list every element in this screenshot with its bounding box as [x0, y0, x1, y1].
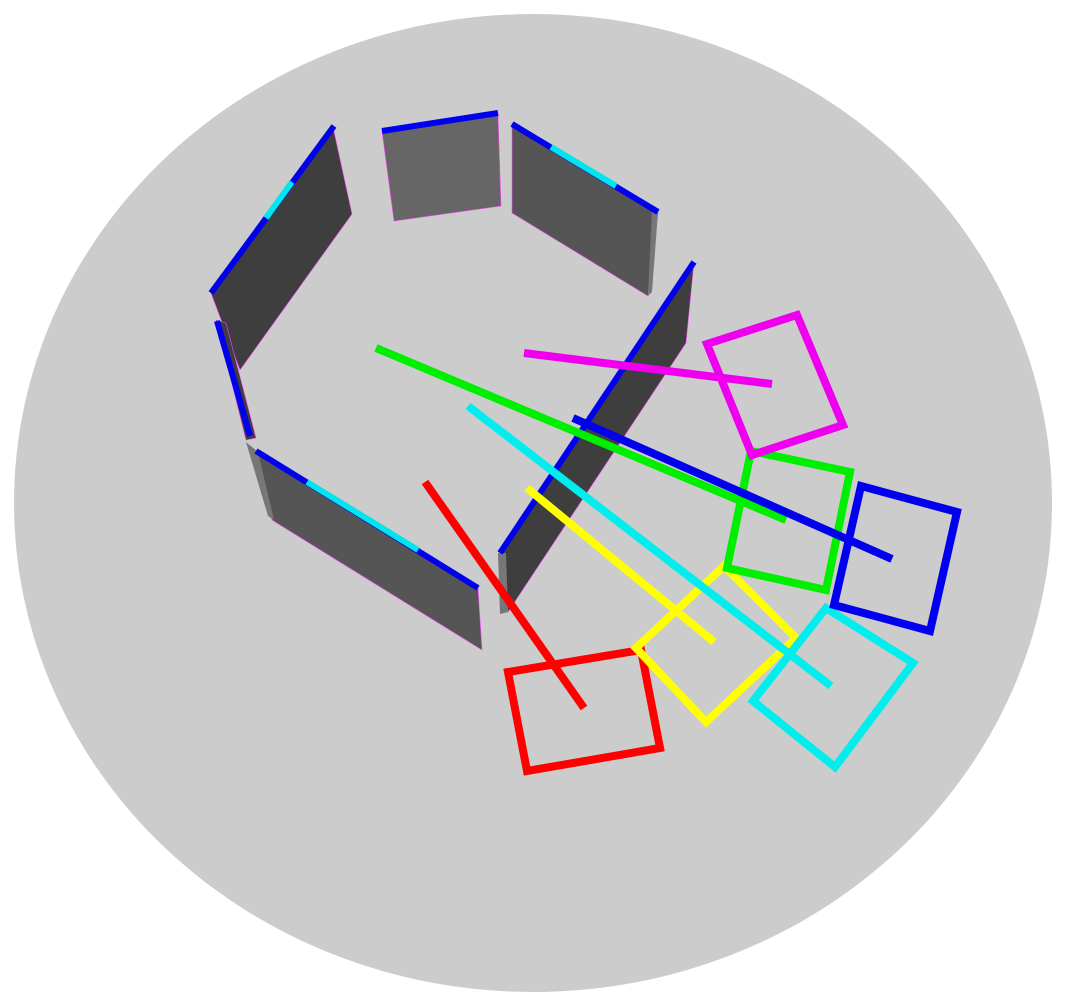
agent-cyan	[465, 402, 919, 773]
agent-square-blue	[829, 481, 962, 636]
wall-top-edge	[214, 320, 253, 437]
agent-red	[421, 479, 665, 776]
wall-group	[208, 110, 697, 651]
agent-ray-red	[421, 479, 588, 711]
agent-blue	[571, 414, 962, 636]
agent-square-magenta	[701, 310, 849, 460]
wall-accent-edge	[263, 180, 295, 220]
wall-accent-edge	[549, 144, 618, 189]
agent-ray-green	[374, 344, 788, 524]
agent-square-cyan	[747, 602, 919, 773]
agent-ray-cyan	[465, 402, 834, 690]
wall-segment-side	[648, 210, 658, 296]
wall-top-edge	[381, 110, 499, 134]
agent-yellow	[524, 484, 802, 728]
wall-accent-edge	[305, 479, 420, 553]
wall-segment-side	[246, 442, 274, 520]
agents-layer	[374, 310, 962, 776]
agent-square-yellow	[630, 560, 802, 728]
agent-square-red	[503, 645, 665, 776]
agent-ray-magenta	[523, 349, 773, 388]
agent-ray-blue	[571, 414, 894, 563]
agent-ray-yellow	[524, 484, 717, 646]
agent-green	[374, 344, 855, 595]
agent-square-green	[722, 446, 855, 595]
agent-magenta	[523, 310, 849, 460]
wall-top-edge	[497, 260, 697, 555]
